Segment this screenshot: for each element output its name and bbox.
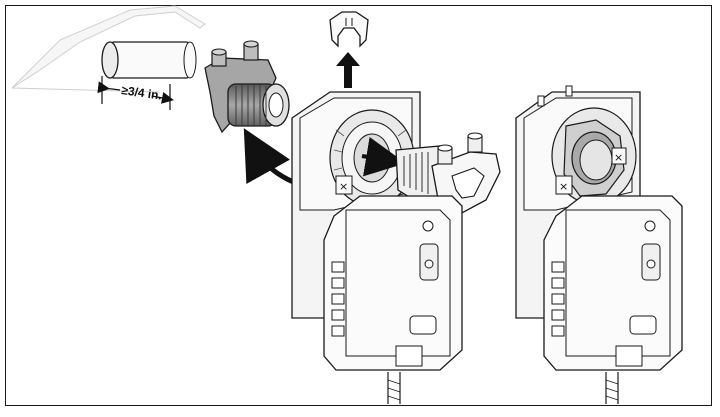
- svg-text:×: ×: [614, 151, 623, 164]
- dimension-marker: ≥3/4 in.: [97, 76, 174, 110]
- actuator-with-clamp: ×: [291, 91, 501, 404]
- shaft-end: [101, 41, 197, 79]
- removed-shaft-clamp: [204, 40, 290, 134]
- duct-surface: [11, 5, 206, 93]
- retaining-clip: [329, 11, 369, 48]
- svg-text:×: ×: [559, 180, 568, 193]
- svg-text:×: ×: [339, 180, 348, 193]
- actuator-without-clamp: × ×: [515, 85, 683, 404]
- lift-arrow: [336, 52, 360, 88]
- dimension-label: ≥3/4 in.: [121, 83, 163, 103]
